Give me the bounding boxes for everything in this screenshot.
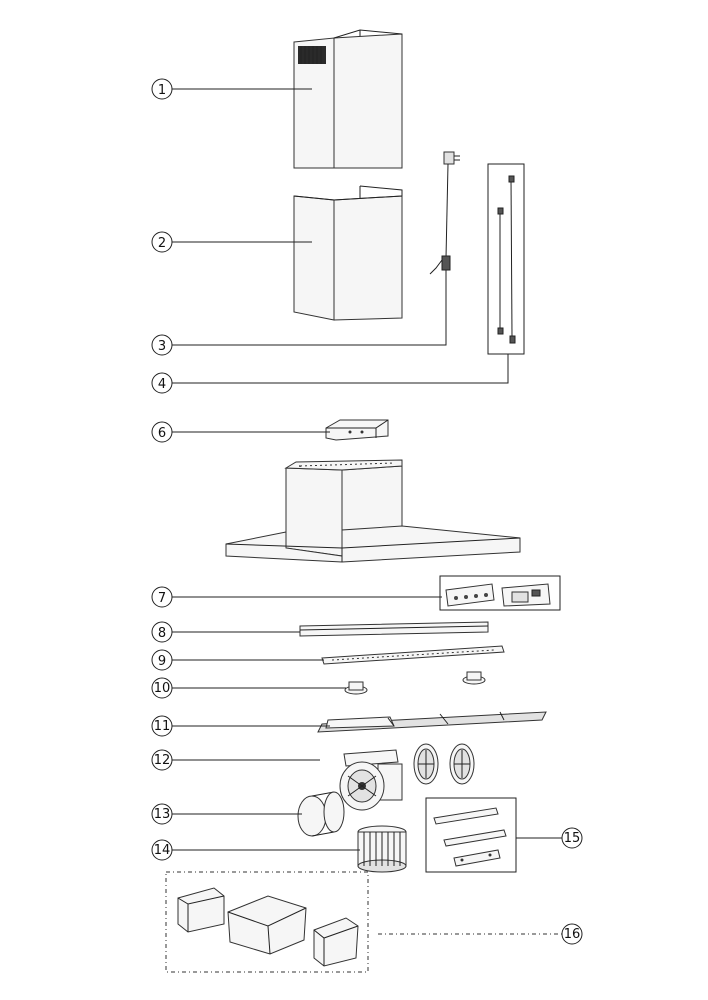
callout-8-text: 8 bbox=[158, 626, 166, 641]
callout-12-text: 12 bbox=[154, 753, 171, 768]
callout-12: 12 bbox=[151, 749, 173, 771]
part-duct-ring bbox=[297, 791, 345, 837]
part-lamps bbox=[344, 671, 486, 695]
part-junction-box bbox=[325, 419, 389, 441]
callout-4-text: 4 bbox=[158, 377, 166, 392]
vent-grille bbox=[298, 46, 326, 64]
callout-10: 10 bbox=[151, 677, 173, 699]
leader-lines bbox=[172, 88, 562, 935]
callout-2-text: 2 bbox=[158, 236, 166, 251]
part-upper-chimney bbox=[293, 29, 403, 169]
callout-13-text: 13 bbox=[154, 807, 171, 822]
part-front-trim bbox=[299, 621, 489, 637]
part-fan-wheel bbox=[357, 825, 407, 873]
part-power-cord bbox=[429, 151, 460, 345]
part-motor-blower bbox=[339, 749, 403, 811]
callout-4: 4 bbox=[151, 372, 173, 394]
callout-16: 16 bbox=[561, 923, 583, 945]
part-accessory-kit bbox=[165, 871, 369, 973]
callout-7-text: 7 bbox=[158, 591, 166, 606]
callout-2: 2 bbox=[151, 231, 173, 253]
callout-1-text: 1 bbox=[158, 83, 166, 98]
callout-15: 15 bbox=[561, 827, 583, 849]
callout-11: 11 bbox=[151, 715, 173, 737]
callout-3: 3 bbox=[151, 334, 173, 356]
callout-3-text: 3 bbox=[158, 339, 166, 354]
callout-1: 1 bbox=[151, 78, 173, 100]
callout-15-text: 15 bbox=[564, 831, 581, 846]
part-lower-chimney bbox=[293, 185, 403, 321]
callout-9-text: 9 bbox=[158, 654, 166, 669]
part-hood-body bbox=[225, 459, 521, 563]
part-control-panel bbox=[439, 575, 561, 611]
part-light-bracket bbox=[321, 645, 505, 665]
callout-10-text: 10 bbox=[154, 681, 171, 696]
callout-13: 13 bbox=[151, 803, 173, 825]
callout-9: 9 bbox=[151, 649, 173, 671]
callout-6: 6 bbox=[151, 421, 173, 443]
callout-11-text: 11 bbox=[154, 719, 171, 734]
callout-16-text: 16 bbox=[564, 927, 581, 942]
callout-8: 8 bbox=[151, 621, 173, 643]
part-wiring-harness bbox=[487, 163, 525, 355]
part-mounting-rails bbox=[425, 797, 517, 873]
part-carbon-filters bbox=[413, 743, 475, 785]
callout-6-text: 6 bbox=[158, 426, 166, 441]
callout-14-text: 14 bbox=[154, 843, 171, 858]
callout-14: 14 bbox=[151, 839, 173, 861]
part-grease-filters bbox=[317, 711, 547, 733]
callout-7: 7 bbox=[151, 586, 173, 608]
